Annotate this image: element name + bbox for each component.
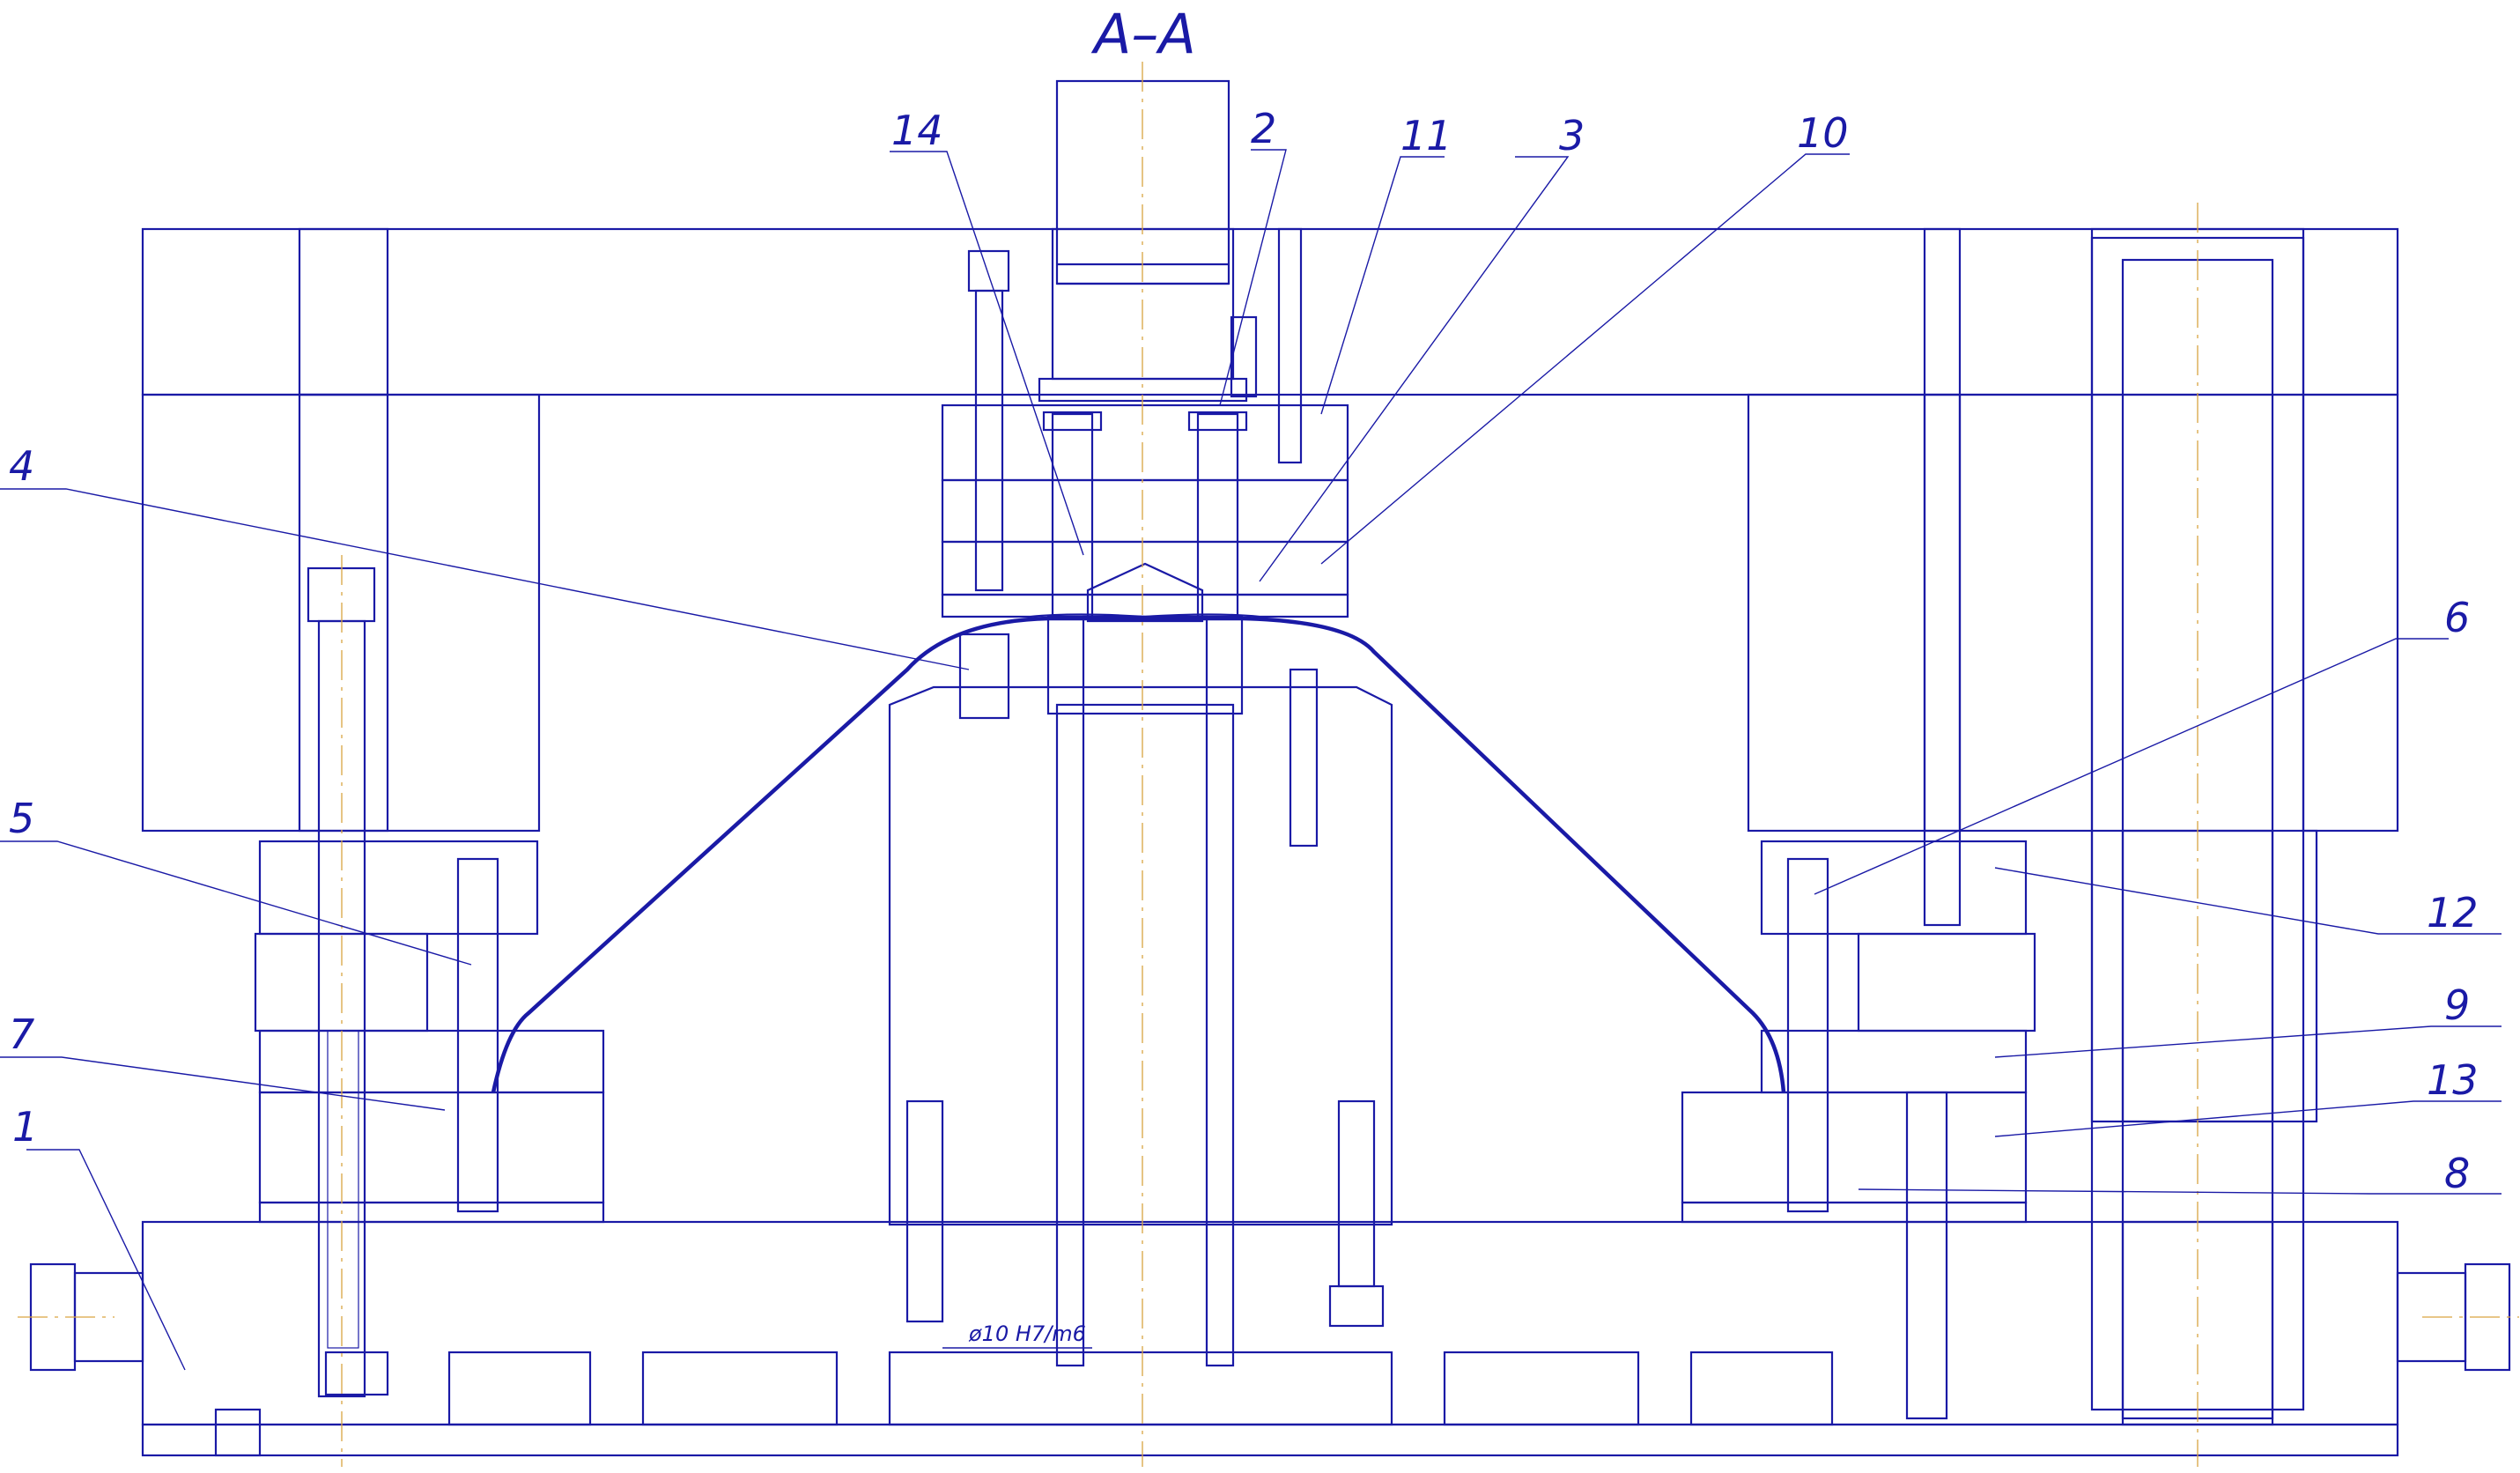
upper-side-blocks bbox=[141, 393, 2399, 833]
callout-label-10: 10 bbox=[1797, 109, 1849, 157]
upper-die-assembly bbox=[941, 227, 1349, 623]
callout-label-3: 3 bbox=[1559, 112, 1585, 159]
callout-label-12: 12 bbox=[2427, 889, 2479, 936]
lower-die-cone bbox=[888, 615, 1393, 1367]
callout-label-9: 9 bbox=[2444, 981, 2470, 1029]
formed-blank bbox=[491, 616, 1786, 1093]
guide-column bbox=[1923, 227, 2318, 1420]
center-axes bbox=[18, 62, 2519, 1467]
callout-label-11: 11 bbox=[1400, 112, 1452, 159]
callout-label-13: 13 bbox=[2427, 1056, 2479, 1104]
fit-note: ø10 H7/m6 bbox=[968, 1321, 1086, 1346]
callout-label-14: 14 bbox=[891, 107, 943, 154]
callout-label-2: 2 bbox=[1251, 105, 1276, 152]
callout-label-8: 8 bbox=[2444, 1150, 2470, 1197]
callout-label-7: 7 bbox=[9, 1010, 34, 1058]
callout-label-5: 5 bbox=[9, 795, 34, 842]
bottom-plate bbox=[141, 1220, 2399, 1457]
callout-label-4: 4 bbox=[9, 442, 34, 490]
left-long-bolt bbox=[307, 566, 389, 1398]
blank-holder-right bbox=[1681, 840, 2036, 1420]
callout-label-1: 1 bbox=[12, 1103, 38, 1151]
section-title: A–A bbox=[1090, 2, 1196, 66]
blank-holder-left bbox=[254, 840, 605, 1224]
top-plate bbox=[141, 227, 2399, 396]
callout-label-6: 6 bbox=[2444, 594, 2470, 641]
leader-lines bbox=[0, 149, 2502, 1371]
